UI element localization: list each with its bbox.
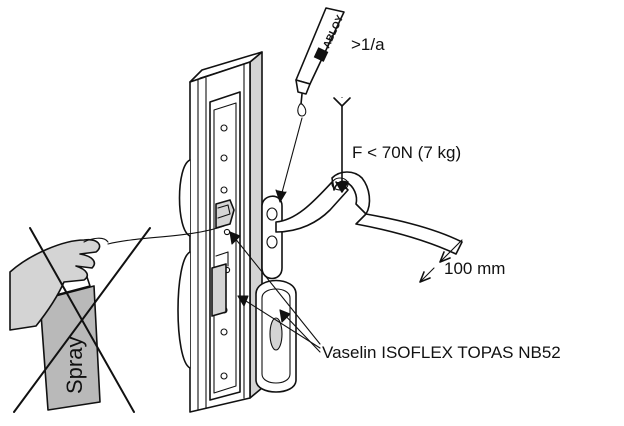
spray-label: Spray: [62, 337, 87, 394]
handle-escutcheon: [261, 195, 283, 280]
dead-bolt: [211, 263, 227, 317]
lock-face-plate: [209, 91, 241, 401]
cylinder-plate: [255, 279, 297, 393]
lubricant-pointers: [229, 231, 321, 353]
screw-holes: [220, 124, 231, 380]
rear-handle-upper: [178, 159, 191, 237]
oil-bottle-icon: ABLOY: [275, 7, 346, 203]
lubricant-label: Vaselin ISOFLEX TOPAS NB52: [322, 343, 561, 362]
lever-handle: [275, 171, 463, 255]
force-label: F < 70N (7 kg): [352, 143, 461, 162]
distance-dimension: [419, 239, 463, 283]
oil-frequency-label: >1/a: [351, 35, 385, 54]
rear-handle-lower: [177, 251, 191, 369]
distance-label: 100 mm: [444, 259, 505, 278]
force-arrow: [333, 97, 351, 193]
prohibited-cross-icon: [13, 227, 151, 413]
